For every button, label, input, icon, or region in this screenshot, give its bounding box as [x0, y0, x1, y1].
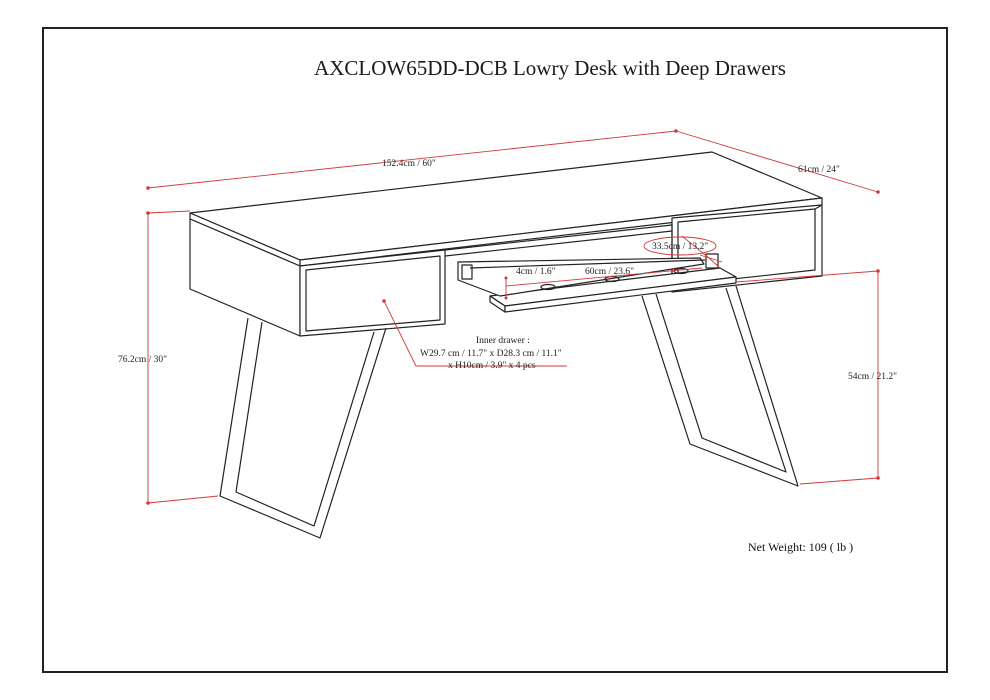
tray-mount-1	[540, 283, 556, 291]
inner-drawer-line2: x H10cm / 3.9" x 4 pcs	[448, 361, 536, 371]
inner-drawer-leader	[383, 300, 417, 367]
inner-drawer-heading: Inner drawer :	[476, 336, 530, 346]
drawing-frame	[42, 27, 948, 673]
keyboard-tray[interactable]	[457, 253, 737, 313]
left-drawer-front-box	[299, 249, 446, 337]
height-label: 76.2cm / 30"	[118, 355, 167, 365]
width-label: 152.4cm / 60"	[382, 159, 436, 169]
width-dimension-line	[147, 130, 677, 189]
page-title: AXCLOW65DD-DCB Lowry Desk with Deep Draw…	[314, 56, 786, 80]
inner-drawer-line1: W29.7 cm / 11.7" x D28.3 cm / 11.1"	[420, 349, 562, 359]
tray-height-label: 4cm / 1.6"	[516, 267, 556, 277]
dimension-lines	[146, 129, 880, 505]
depth-dimension-line	[675, 130, 879, 193]
right-leg	[641, 285, 799, 487]
tray-width-label: 60cm / 23.6"	[585, 267, 634, 277]
net-weight-label: Net Weight: 109 ( lb )	[748, 540, 854, 554]
depth-label: 61cm / 24"	[798, 165, 840, 175]
rail-clip-left	[461, 264, 473, 280]
tray-depth-label: 33.5cm / 13.2"	[652, 242, 708, 252]
left-leg	[219, 317, 387, 539]
dimension-labels: 152.4cm / 60" 61cm / 24" 76.2cm / 30" 54…	[118, 159, 897, 382]
desk-outline	[189, 151, 823, 539]
clearance-label: 54cm / 21.2"	[848, 372, 897, 382]
left-drawer-front[interactable]	[305, 255, 441, 332]
tray-side-edge	[504, 276, 737, 313]
tray-rail	[457, 257, 705, 297]
tray-width-dimension-line	[505, 267, 703, 287]
tray-depth-callout	[643, 236, 717, 256]
